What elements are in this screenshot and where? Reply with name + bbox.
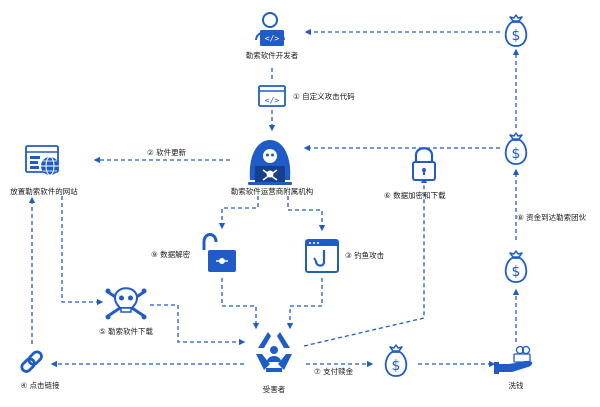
download-label: ⑤ 勒索软件下载 [98,327,154,336]
svg-text:$: $ [392,358,401,374]
website-label: 放置勒索软件的网站 [10,187,78,196]
hand-money-icon [494,345,533,374]
victim-recycle-icon [256,332,292,372]
money-bag-icon-3: $ [504,250,528,283]
step-custom-code-label: ① 自定义攻击代码 [293,92,355,101]
code-window-icon: </> [258,85,286,107]
arrow-operator-to-phishing [287,196,326,232]
money-bag-icon-1: $ [504,14,528,47]
step-to-gang-label: ⑧ 资金到达勒索团伙 [517,213,587,222]
step-click-link-label: ④ 点击链接 [20,381,60,390]
developer-label: 勒索软件开发者 [245,51,299,60]
svg-text:</>: </> [265,96,280,105]
svg-text:$: $ [512,146,521,162]
website-globe-icon [25,145,59,176]
arrow-decrypt-to-victim [221,278,260,330]
step-decrypt-label: ⑨ 数据解密 [151,250,191,259]
victim-label: 受害者 [262,385,286,394]
step-encrypt-label: ⑥ 数据加密和下载 [384,191,446,200]
operator-label: 勒索软件运营商附属机构 [230,187,314,196]
arrow-download-to-victim [150,304,246,346]
chain-link-icon [20,350,43,373]
money-bag-icon-2: $ [504,132,528,165]
arrow-website-to-download [61,196,104,306]
unlock-icon [202,233,236,272]
svg-text:</>: </> [265,34,280,43]
arrow-operator-to-decrypt [218,196,259,230]
phishing-window-icon [305,239,339,273]
step-phishing-label: ③ 钓鱼攻击 [345,251,385,260]
lock-icon [412,147,436,181]
step-update-label: ② 软件更新 [147,148,187,157]
laundering-label: 洗钱 [508,381,524,390]
arrow-phishing-to-victim [286,278,323,330]
hacker-skull-icon [248,140,292,185]
step-pay-label: ⑦ 支付赎金 [314,367,354,376]
skull-crossbones-icon [105,287,147,320]
money-bag-icon-4: $ [384,344,408,377]
developer-icon: </> [255,12,285,46]
svg-text:$: $ [512,264,521,280]
svg-text:$: $ [512,28,521,44]
